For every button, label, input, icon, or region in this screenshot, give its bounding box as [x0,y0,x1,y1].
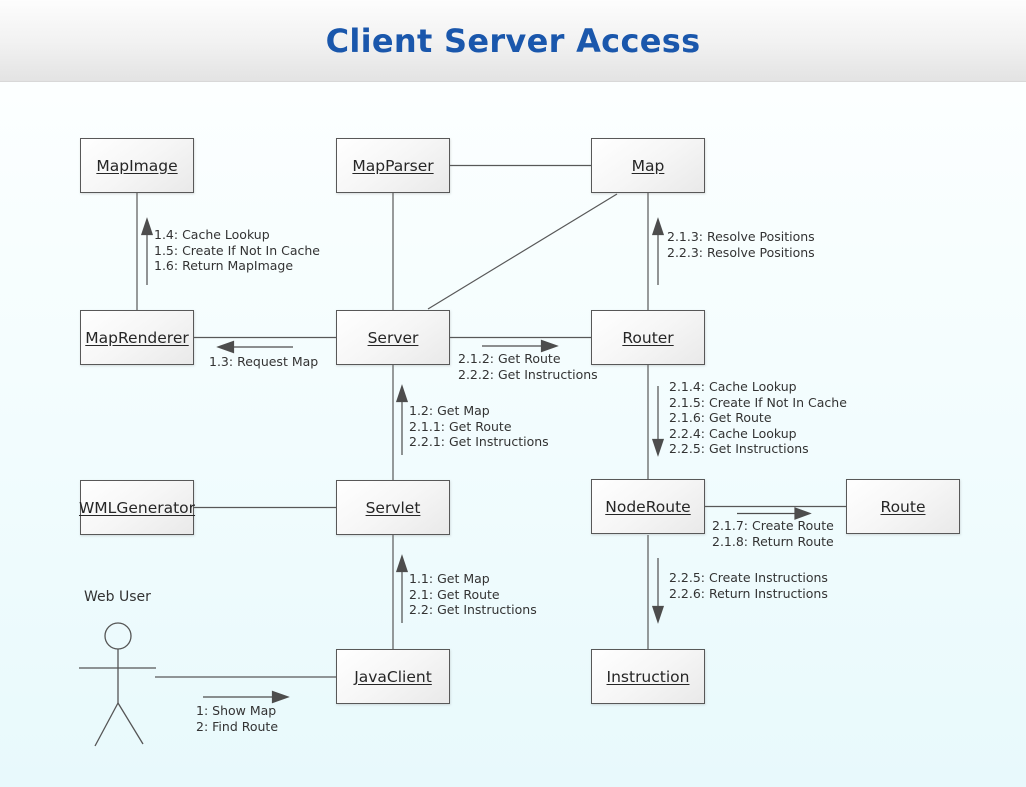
message-create-route: 2.1.7: Create Route 2.1.8: Return Route [712,518,834,549]
node-maprenderer: MapRenderer [80,310,194,365]
node-router-label: Router [622,328,674,347]
node-mapparser: MapParser [336,138,450,193]
node-wmlgenerator-label: WMLGenerator [78,498,196,517]
message-node-route-ops: 2.1.4: Cache Lookup 2.1.5: Create If Not… [669,379,847,457]
message-user-requests: 1: Show Map 2: Find Route [196,703,278,734]
message-map-image-ops: 1.4: Cache Lookup 1.5: Create If Not In … [154,227,320,274]
message-line: 2.2.2: Get Instructions [458,366,598,382]
node-servlet: Servlet [336,480,450,535]
message-line: 2.2: Get Instructions [409,602,537,618]
node-instruction-label: Instruction [606,667,690,686]
message-resolve-positions: 2.1.3: Resolve Positions 2.2.3: Resolve … [667,229,815,260]
node-mapimage: MapImage [80,138,194,193]
message-server-to-router: 2.1.2: Get Route 2.2.2: Get Instructions [458,351,598,382]
node-wmlgenerator: WMLGenerator [78,480,196,535]
message-request-map: 1.3: Request Map [209,354,318,370]
node-mapparser-label: MapParser [352,156,434,175]
message-line: 1.5: Create If Not In Cache [154,242,320,258]
message-line: 2.2.1: Get Instructions [409,434,549,450]
message-line: 2.2.4: Cache Lookup [669,425,797,441]
message-line: 1.1: Get Map [409,571,490,586]
message-line: 2.1.8: Return Route [712,533,834,549]
node-instruction: Instruction [591,649,705,704]
message-line: 2.1.5: Create If Not In Cache [669,394,847,410]
message-servlet-ops: 1.1: Get Map 2.1: Get Route 2.2: Get Ins… [409,571,537,618]
message-line: 1.3: Request Map [209,354,319,369]
message-line: 2.1.1: Get Route [409,418,512,434]
node-javaclient: JavaClient [336,649,450,704]
node-map: Map [591,138,705,193]
node-noderoute-label: NodeRoute [605,497,691,516]
message-line: 1.6: Return MapImage [154,258,294,274]
message-line: 2.1.4: Cache Lookup [669,379,797,394]
message-create-instructions: 2.2.5: Create Instructions 2.2.6: Return… [669,570,828,601]
node-noderoute: NodeRoute [591,479,705,534]
message-line: 2.1.3: Resolve Positions [667,229,815,244]
message-line: 2: Find Route [196,718,279,734]
message-line: 2.1.2: Get Route [458,351,561,366]
message-line: 2.2.6: Return Instructions [669,585,828,601]
node-route-label: Route [880,497,926,516]
node-server: Server [336,310,450,365]
node-server-label: Server [367,328,419,347]
message-line: 1.2: Get Map [409,403,490,418]
web-user-label: Web User [84,589,151,605]
node-router: Router [591,310,705,365]
message-line: 1: Show Map [196,703,277,718]
node-servlet-label: Servlet [365,498,421,517]
node-map-label: Map [631,156,665,175]
message-line: 2.1.6: Get Route [669,410,772,426]
message-server-ops: 1.2: Get Map 2.1.1: Get Route 2.2.1: Get… [409,403,549,450]
header-bar: Client Server Access [0,0,1026,82]
message-line: 2.2.3: Resolve Positions [667,244,815,260]
page-title: Client Server Access [325,21,701,60]
message-line: 2.1: Get Route [409,586,500,602]
message-line: 2.1.7: Create Route [712,518,834,533]
message-line: 2.2.5: Create Instructions [669,570,828,585]
message-line: 1.4: Cache Lookup [154,227,270,242]
node-maprenderer-label: MapRenderer [85,328,189,347]
node-mapimage-label: MapImage [96,156,178,175]
message-line: 2.2.5: Get Instructions [669,441,809,457]
node-route: Route [846,479,960,534]
node-javaclient-label: JavaClient [354,667,432,686]
